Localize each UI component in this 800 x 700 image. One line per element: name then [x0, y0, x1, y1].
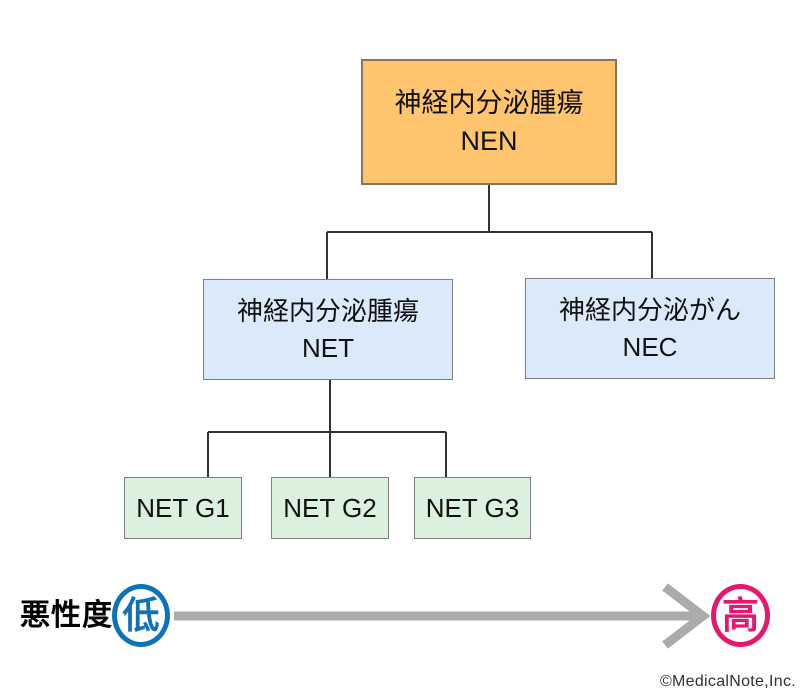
node-nen: 神経内分泌腫瘍 NEN	[361, 59, 617, 185]
node-net-g1-label: NET G1	[136, 492, 230, 523]
node-net-g1: NET G1	[124, 477, 242, 539]
node-net: 神経内分泌腫瘍 NET	[203, 279, 453, 380]
node-net-title: 神経内分泌腫瘍	[236, 295, 419, 326]
node-nen-title: 神経内分泌腫瘍	[394, 87, 584, 118]
node-net-g2-label: NET G2	[283, 492, 377, 523]
node-net-g2: NET G2	[271, 477, 389, 539]
node-net-abbr: NET	[302, 332, 354, 363]
node-nen-abbr: NEN	[460, 126, 518, 156]
malignancy-low-badge: 低	[112, 584, 170, 647]
tree-connector-lines	[207, 185, 653, 478]
malignancy-arrow-head-icon	[662, 583, 711, 649]
malignancy-high-badge: 高	[711, 584, 770, 647]
malignancy-axis-label: 悪性度	[20, 599, 113, 632]
copyright-text: ©MedicalNote,Inc.	[659, 673, 796, 690]
node-net-g3-label: NET G3	[425, 492, 520, 523]
node-nec-title: 神経内分泌がん	[558, 294, 741, 325]
node-nec-abbr: NEC	[622, 331, 678, 362]
node-nec: 神経内分泌がん NEC	[525, 278, 775, 379]
node-net-g3: NET G3	[414, 477, 531, 539]
